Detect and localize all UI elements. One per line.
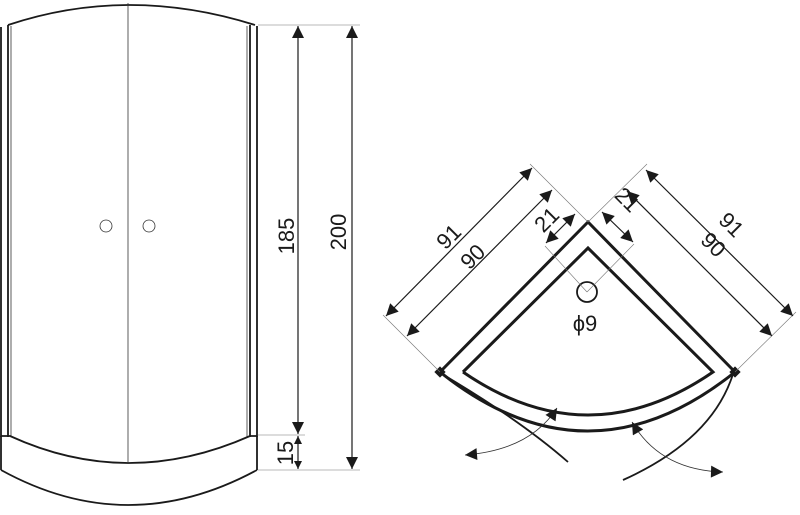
dim-200-label: 200 <box>326 214 351 251</box>
extension-line <box>382 314 441 373</box>
dim-left-90-line <box>406 189 553 337</box>
dim-left-90-label: 90 <box>455 239 490 274</box>
front-view: 185 200 15 <box>0 3 360 506</box>
right-door-swing-arc <box>622 373 734 481</box>
right-door-handle <box>142 219 156 233</box>
left-door-handle <box>99 219 113 233</box>
cabin-top-arc <box>7 4 256 26</box>
extension-line <box>734 311 797 373</box>
left-door-open-arrow <box>464 407 558 461</box>
extension-line <box>587 163 648 223</box>
dim-right-21-label: 21 <box>610 182 645 217</box>
dim-right-90-line <box>626 190 773 337</box>
dim-right-21-line <box>601 211 634 243</box>
drain-leader-right <box>586 243 635 293</box>
drain-diameter-label: ϕ9 <box>573 311 598 336</box>
dim-15-label: 15 <box>273 441 298 465</box>
extension-line <box>529 163 589 223</box>
top-view: 91 90 21 21 91 90 ϕ9 <box>382 163 797 481</box>
tray-top-curve <box>1 435 257 464</box>
right-door-open-arrow <box>631 421 724 478</box>
dim-left-91-label: 91 <box>431 219 466 254</box>
dim-left-21-line <box>545 213 576 244</box>
drain-icon <box>576 281 598 303</box>
dim-185-label: 185 <box>274 218 299 255</box>
tray-outer-arc <box>439 370 736 433</box>
tray-bottom-curve <box>0 469 258 506</box>
tray-inner-outline <box>461 245 716 417</box>
drain-leader-left <box>544 245 588 293</box>
